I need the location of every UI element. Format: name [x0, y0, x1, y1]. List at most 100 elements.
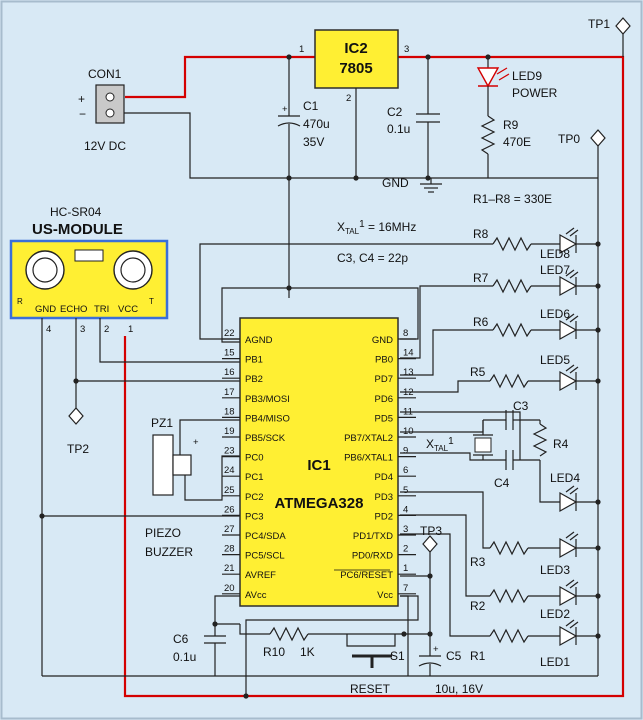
c2-ref: C2 — [387, 105, 403, 119]
led-resistor-ref: R1 — [470, 649, 486, 663]
ic1-right-pin-name: PD6 — [375, 394, 393, 405]
sensor-model: HC-SR04 — [50, 205, 102, 219]
pz1-ref: PZ1 — [151, 416, 173, 430]
ic1-right-pin-name: PD5 — [375, 413, 393, 424]
ic1-left-pin-num: 20 — [224, 583, 235, 594]
con1-ref: CON1 — [88, 67, 122, 81]
led-ref: LED4 — [550, 471, 580, 485]
led-resistor — [489, 540, 529, 556]
ic1-right-pin-name: PD7 — [375, 374, 393, 385]
ic1-left-pin-name: PB1 — [245, 355, 263, 366]
led-diode — [559, 319, 578, 341]
tp0-testpoint: TP0 — [558, 129, 606, 676]
con1-minus: − — [79, 107, 86, 121]
ic1-right-wires — [400, 285, 560, 637]
led-diode — [559, 537, 578, 559]
led-resistor-ref: R5 — [470, 365, 486, 379]
ic1-right-pin-name: PC6/RESET — [340, 570, 393, 581]
led-ref: LED3 — [540, 563, 570, 577]
ic1-left-pin-name: AGND — [245, 335, 273, 346]
r4-resistor: R4 — [532, 420, 569, 457]
ic1-right-pin-name: PB0 — [375, 355, 393, 366]
pz1-desc1: PIEZO — [145, 526, 181, 540]
r10-ref: R10 — [263, 645, 285, 659]
ic1-right-pin-num: 5 — [403, 485, 408, 496]
ic1-left-pin-name: PC5/SCL — [245, 551, 285, 562]
led-ref: LED5 — [540, 353, 570, 367]
c5-value: 10u, 16V — [435, 682, 483, 696]
r10-value: 1K — [300, 645, 315, 659]
tp0-label: TP0 — [558, 132, 580, 146]
ic1-left-pin-num: 19 — [224, 426, 235, 437]
c34-note: C3, C4 = 22p — [337, 251, 408, 265]
led-resistor — [492, 236, 532, 252]
ic1-right-pin-num: 8 — [403, 328, 408, 339]
ic1-right-pin-name: PD2 — [375, 511, 393, 522]
ic1-right-pin-name: PD4 — [375, 472, 393, 483]
ic1-ref: IC1 — [307, 457, 330, 474]
tp1-testpoint: TP1 — [588, 17, 631, 57]
led-resistor-ref: R2 — [470, 599, 486, 613]
c4-capacitor: C4 — [483, 420, 540, 490]
ic2-pin1: 1 — [299, 44, 304, 55]
ic1-right-pin-num: 13 — [403, 367, 414, 378]
ic1-left-pin-name: PB2 — [245, 374, 263, 385]
c6-value: 0.1u — [173, 650, 196, 664]
sensor-pin-echo: ECHO — [60, 304, 87, 315]
tp3-label: TP3 — [420, 524, 442, 538]
ic1-right-pin-name: PD0/RXD — [352, 551, 393, 562]
sensor-t: T — [149, 297, 154, 306]
ic2-pin2: 2 — [346, 93, 351, 104]
ic1-left-pin-name: PC2 — [245, 492, 263, 503]
c5-ref: C5 — [446, 649, 462, 663]
c2-capacitor: C2 0.1u — [387, 54, 440, 181]
r4-ref: R4 — [553, 437, 569, 451]
led9-ref: LED9 — [512, 69, 542, 83]
led-diode — [559, 625, 578, 647]
c2-value: 0.1u — [387, 122, 410, 136]
led-resistor — [492, 278, 532, 294]
led-channel-5: R5 LED5 — [470, 353, 601, 392]
c1-voltage: 35V — [303, 135, 324, 149]
ic1-left-pin-name: PC1 — [245, 472, 263, 483]
pz1-desc2: BUZZER — [145, 545, 193, 559]
ic1-right-pin-name: PB7/XTAL2 — [344, 433, 393, 444]
ic2-part: 7805 — [339, 60, 372, 77]
con1-plus: + — [78, 92, 85, 106]
xtal1-ref: XTAL1 — [426, 436, 454, 453]
sensor-pinnum-1: 1 — [128, 324, 133, 335]
sensor-pinnum-2: 2 — [104, 324, 109, 335]
led-resistor-ref: R7 — [473, 271, 489, 285]
ic1-right-pin-num: 14 — [403, 348, 414, 359]
sensor-pin-tri: TRI — [94, 304, 109, 315]
led-resistor — [489, 588, 529, 604]
con1-desc: 12V DC — [84, 139, 126, 153]
r9-value: 470E — [503, 135, 531, 149]
ic1-left-pin-num: 22 — [224, 328, 235, 339]
c3-capacitor: C3 — [483, 399, 529, 430]
sensor-pin-vcc: VCC — [118, 304, 138, 315]
led-resistor-ref: R8 — [473, 227, 489, 241]
c1-ref: C1 — [303, 99, 319, 113]
ic1-right-pin-num: 3 — [403, 524, 408, 535]
resistor-note: R1–R8 = 330E — [473, 192, 552, 206]
led-diode — [559, 585, 578, 607]
ic1-right-pin-name: PD3 — [375, 492, 393, 503]
led-ref: LED8 — [540, 247, 570, 261]
c1-plus: + — [282, 104, 288, 115]
led9-power: LED9 POWER — [476, 54, 558, 100]
ic1-left-pin-num: 27 — [224, 524, 235, 535]
c5-plus: + — [433, 644, 439, 655]
led-resistor-ref: R3 — [470, 555, 486, 569]
ic2-regulator: IC2 7805 1 2 3 — [299, 29, 409, 181]
ic1-left-pin-name: PB4/MISO — [245, 413, 290, 424]
ic1-left-pin-num: 24 — [224, 465, 235, 476]
